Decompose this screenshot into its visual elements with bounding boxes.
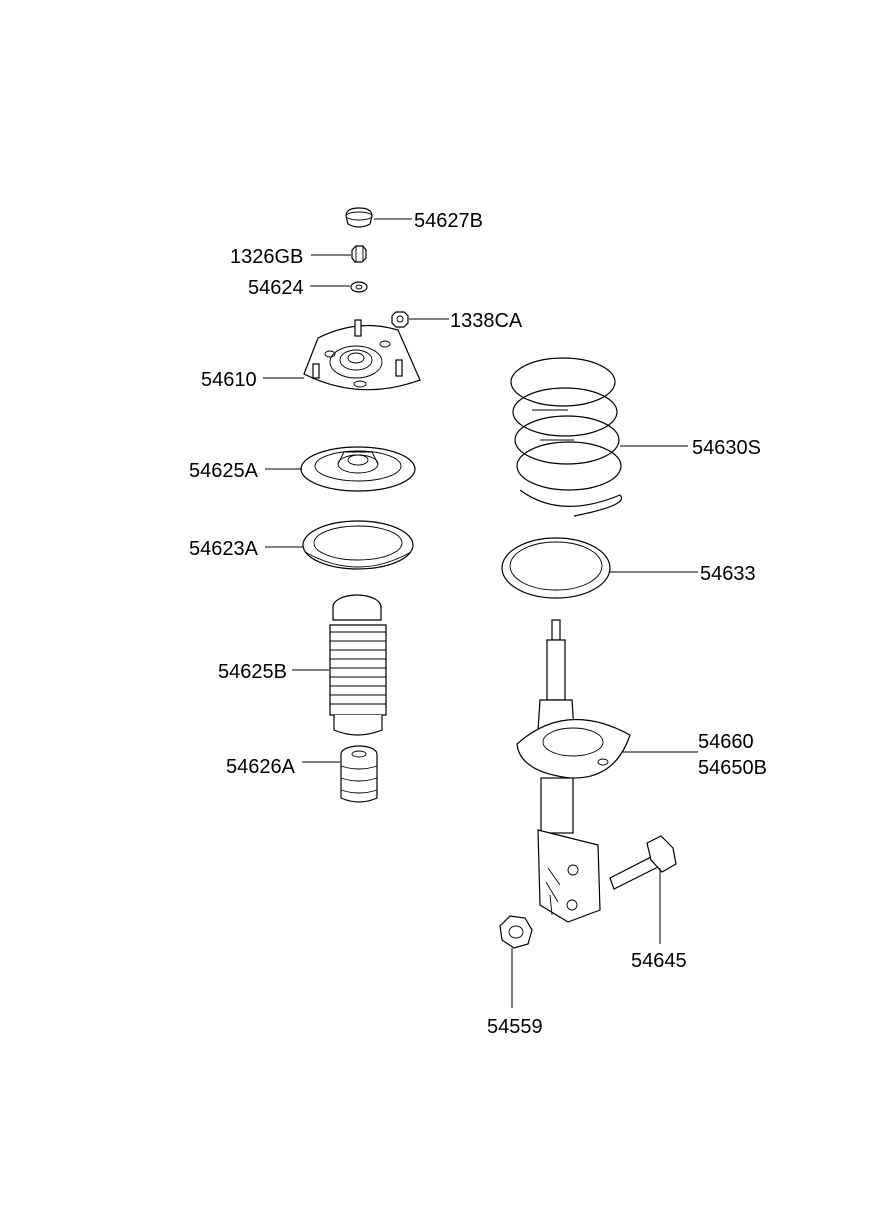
label-54626A: 54626A	[226, 756, 296, 778]
label-54625B: 54625B	[218, 661, 287, 683]
label-54660: 54660	[698, 731, 754, 753]
label-1338CA: 1338CA	[450, 310, 523, 332]
label-54625A: 54625A	[189, 460, 259, 482]
label-1326GB: 1326GB	[230, 246, 303, 268]
part-54610-strut-mount	[303, 319, 421, 391]
label-54610: 54610	[201, 369, 257, 391]
label-54559: 54559	[487, 1016, 543, 1038]
label-54650B: 54650B	[698, 757, 767, 779]
part-54633-spring-pad	[501, 537, 611, 599]
part-54625B-dust-boot	[329, 594, 387, 736]
label-54627B: 54627B	[414, 210, 483, 232]
part-54645-bolt	[609, 835, 677, 890]
label-54623A: 54623A	[189, 538, 259, 560]
part-54627B-dust-cap	[345, 207, 373, 228]
label-54645: 54645	[631, 950, 687, 972]
part-1326GB-nut	[351, 245, 367, 263]
label-54624: 54624	[248, 277, 304, 299]
part-1338CA-nut	[391, 311, 409, 328]
part-54630S-coil-spring	[510, 357, 623, 517]
part-54626A-bump-stopper	[340, 745, 378, 803]
part-54625A-bearing	[300, 446, 416, 492]
part-54623A-spring-seat	[302, 520, 414, 570]
label-54630S: 54630S	[692, 437, 761, 459]
label-54633: 54633	[700, 563, 756, 585]
part-54559-nut	[499, 915, 533, 949]
part-54660-strut-assembly	[516, 619, 631, 923]
part-54624-washer	[350, 281, 368, 293]
